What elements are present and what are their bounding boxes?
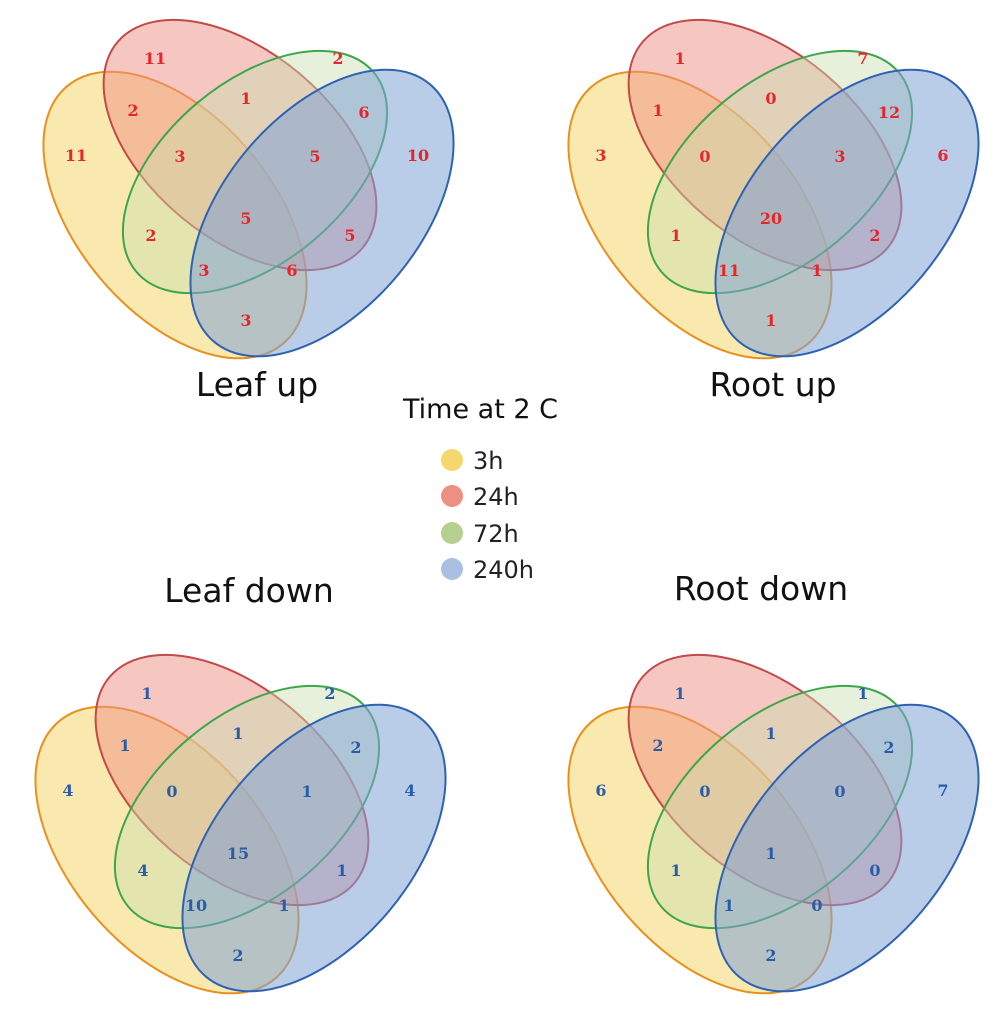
legend-label-3h: 3h [473, 447, 503, 475]
region-count-24h-240h: 2 [869, 226, 880, 245]
region-count-3h-240h: 2 [765, 946, 776, 965]
region-count-3h-24h: 2 [127, 101, 138, 120]
region-count-72h-240h: 2 [883, 738, 894, 757]
region-count-3h-24h-240h: 1 [278, 896, 289, 915]
region-count-3h-24h: 1 [119, 736, 130, 755]
region-count-all: 20 [760, 209, 782, 228]
legend-swatch-240h [441, 558, 463, 580]
region-count-3h-only: 4 [62, 781, 73, 800]
region-count-3h-24h-240h: 0 [811, 896, 822, 915]
region-count-3h-only: 6 [595, 781, 606, 800]
region-count-240h-only: 6 [937, 146, 948, 165]
region-count-24h-only: 1 [674, 49, 685, 68]
region-count-72h-240h: 6 [358, 103, 369, 122]
region-count-3h-only: 3 [595, 146, 606, 165]
region-count-3h-24h: 2 [652, 736, 663, 755]
title-root-down: Root down [674, 569, 848, 608]
region-count-72h-240h: 2 [350, 738, 361, 757]
region-count-72h-only: 2 [332, 49, 343, 68]
legend-item-3h: 3h [441, 447, 503, 475]
legend-label-24h: 24h [473, 483, 519, 511]
region-count-72h-only: 1 [857, 684, 868, 703]
region-count-24h-only: 11 [144, 49, 166, 68]
region-count-all: 5 [240, 209, 251, 228]
region-count-3h-240h: 2 [232, 946, 243, 965]
region-count-24h-72h: 1 [232, 724, 243, 743]
region-count-3h-24h-72h: 0 [699, 147, 710, 166]
venn-root-down: 6 1 1 7 2 1 2 0 0 1 0 1 0 2 1 [567, 653, 980, 995]
region-count-24h-72h-240h: 3 [834, 147, 845, 166]
legend-label-240h: 240h [473, 556, 534, 584]
legend-item-24h: 24h [441, 483, 519, 511]
region-count-3h-24h: 1 [652, 101, 663, 120]
region-count-72h-240h: 12 [878, 103, 900, 122]
legend-item-72h: 72h [441, 520, 519, 548]
region-count-3h-24h-240h: 1 [811, 261, 822, 280]
legend-label-72h: 72h [473, 520, 519, 548]
legend-swatch-24h [441, 485, 463, 507]
set-ellipse-240h [714, 68, 980, 358]
legend: Time at 2 C 3h 24h 72h 240h [402, 394, 558, 584]
region-count-24h-only: 1 [674, 684, 685, 703]
title-leaf-down: Leaf down [164, 571, 333, 610]
region-count-72h-only: 7 [857, 49, 868, 68]
title-root-up: Root up [709, 365, 836, 404]
region-count-3h-72h-240h: 10 [185, 896, 207, 915]
region-count-240h-only: 7 [937, 781, 948, 800]
region-count-24h-72h: 1 [240, 89, 251, 108]
region-count-3h-72h-240h: 1 [723, 896, 734, 915]
region-count-3h-only: 11 [65, 146, 87, 165]
venn-leaf-down: 4 1 2 4 1 1 2 0 1 4 1 10 1 2 15 [34, 653, 447, 995]
region-count-24h-240h: 1 [336, 861, 347, 880]
region-count-240h-only: 4 [404, 781, 415, 800]
region-count-3h-240h: 1 [765, 311, 776, 330]
region-count-24h-72h: 0 [765, 89, 776, 108]
legend-title: Time at 2 C [402, 394, 558, 425]
region-count-3h-24h-240h: 6 [286, 261, 297, 280]
set-ellipse-240h [181, 703, 447, 993]
region-count-240h-only: 10 [407, 146, 429, 165]
legend-swatch-3h [441, 449, 463, 471]
region-count-24h-240h: 5 [344, 226, 355, 245]
region-count-all: 15 [227, 844, 249, 863]
region-count-all: 1 [765, 844, 776, 863]
region-count-3h-72h: 4 [137, 861, 148, 880]
region-count-24h-only: 1 [141, 684, 152, 703]
legend-swatch-72h [441, 522, 463, 544]
region-count-24h-72h: 1 [765, 724, 776, 743]
region-count-24h-240h: 0 [869, 861, 880, 880]
region-count-3h-24h-72h: 0 [166, 782, 177, 801]
region-count-3h-72h-240h: 3 [198, 261, 209, 280]
legend-item-240h: 240h [441, 556, 534, 584]
region-count-3h-24h-72h: 0 [699, 782, 710, 801]
set-ellipse-240h [714, 703, 980, 993]
region-count-24h-72h-240h: 5 [309, 147, 320, 166]
title-leaf-up: Leaf up [196, 365, 318, 404]
region-count-24h-72h-240h: 1 [301, 782, 312, 801]
region-count-3h-72h: 1 [670, 861, 681, 880]
region-count-3h-72h: 2 [145, 226, 156, 245]
region-count-3h-24h-72h: 3 [174, 147, 185, 166]
region-count-3h-72h: 1 [670, 226, 681, 245]
set-ellipse-240h [189, 68, 455, 358]
venn-leaf-up: 11 11 2 10 2 1 6 3 5 2 5 3 6 3 5 [42, 18, 455, 360]
region-count-72h-only: 2 [324, 684, 335, 703]
region-count-3h-72h-240h: 11 [718, 261, 740, 280]
region-count-24h-72h-240h: 0 [834, 782, 845, 801]
region-count-3h-240h: 3 [240, 311, 251, 330]
